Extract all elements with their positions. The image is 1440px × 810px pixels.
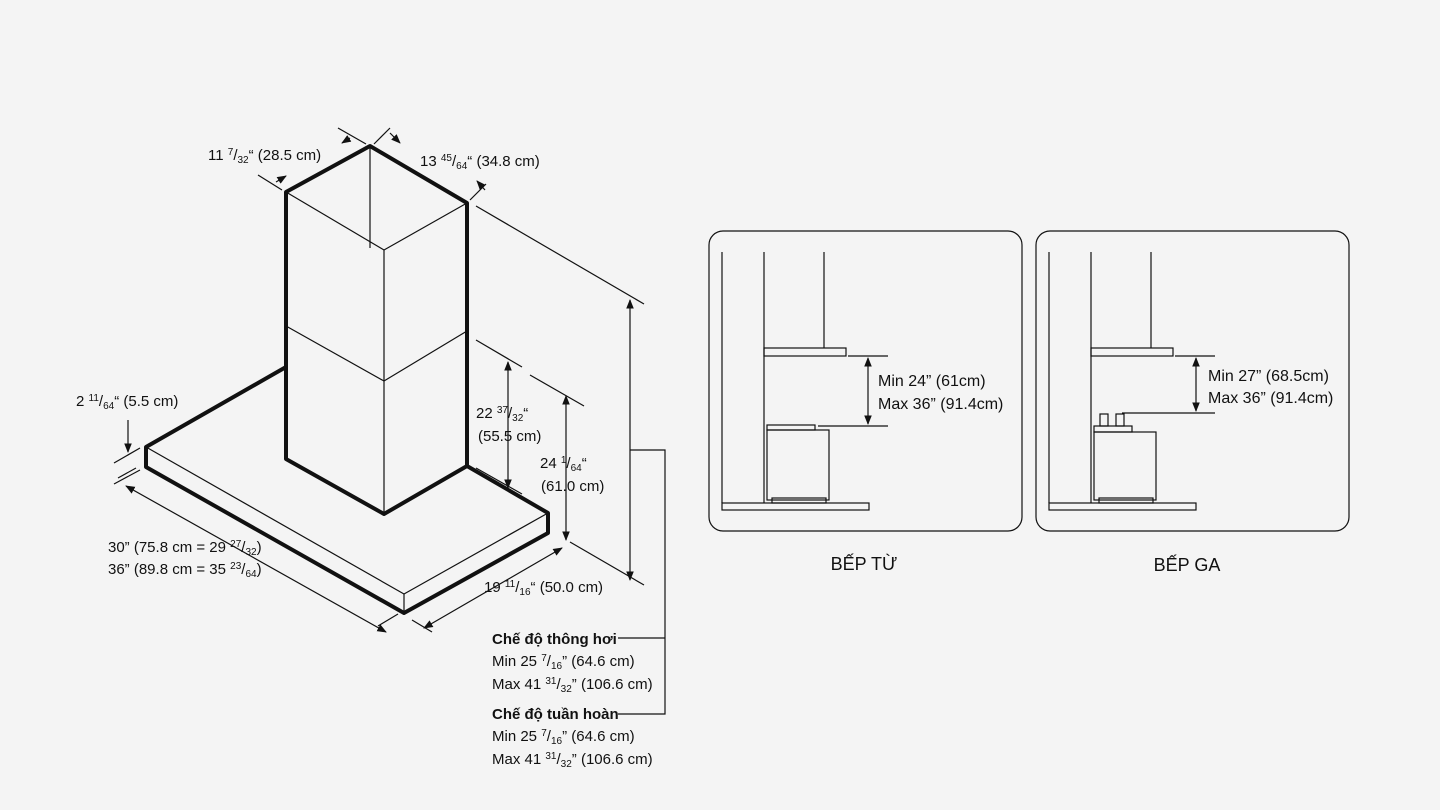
- gas-cooktop: [1093, 425, 1133, 433]
- width-30-label: 30” (75.8 cm = 29 27/32): [108, 539, 262, 558]
- depth-label: 19 11/16“ (50.0 cm): [484, 579, 603, 598]
- induction-cooktop: [766, 424, 816, 431]
- induction-max-label: Max 36” (91.4cm): [878, 396, 1003, 413]
- gas-caption: BẾP GA: [1154, 554, 1221, 575]
- gas-burner-left: [1099, 413, 1109, 427]
- vent-mode-max: Max 41 31/32” (106.6 cm): [492, 676, 653, 695]
- width-36-label: 36” (89.8 cm = 35 23/64): [108, 561, 262, 580]
- vent-mode-min: Min 25 7/16” (64.6 cm): [492, 653, 635, 672]
- gas-burner-right: [1115, 413, 1125, 427]
- vent-mode-title: Chế độ thông hơi: [492, 631, 617, 648]
- gas-frame: [1035, 230, 1350, 532]
- canopy-thickness-label: 2 11/64“ (5.5 cm): [76, 393, 178, 412]
- induction-hood: [763, 347, 847, 357]
- induction-panel: [708, 230, 1023, 532]
- recirc-mode-min: Min 25 7/16” (64.6 cm): [492, 728, 635, 747]
- hood-height-label-1: 24 1/64“: [540, 455, 587, 474]
- hood-height-label-2: (61.0 cm): [541, 478, 604, 495]
- gas-max-label: Max 36” (91.4cm): [1208, 390, 1333, 407]
- gas-cabinet: [1093, 431, 1157, 501]
- induction-frame: [708, 230, 1023, 532]
- dimension-lines: [113, 127, 666, 715]
- recirc-mode-title: Chế độ tuần hoàn: [492, 706, 619, 723]
- hood-labels: 11 7/32“ (28.5 cm) 13 45/64“ (34.8 cm) 2…: [76, 147, 653, 770]
- gas-counter: [1048, 502, 1197, 511]
- induction-min-label: Min 24” (61cm): [878, 373, 986, 390]
- gas-min-label: Min 27” (68.5cm): [1208, 368, 1329, 385]
- induction-caption: BẾP TỪ: [831, 553, 898, 574]
- chimney-outline: [284, 144, 469, 516]
- top-width-b-label: 13 45/64“ (34.8 cm): [420, 153, 540, 172]
- gas-hood: [1090, 347, 1174, 357]
- duct-lower-label-2: (55.5 cm): [478, 428, 541, 445]
- duct-lower-label-1: 22 37/32“: [476, 405, 528, 424]
- induction-counter: [721, 502, 870, 511]
- top-width-a-label: 11 7/32“ (28.5 cm): [208, 147, 321, 166]
- gas-panel: [1035, 230, 1350, 532]
- induction-cabinet: [766, 429, 830, 501]
- recirc-mode-max: Max 41 31/32” (106.6 cm): [492, 751, 653, 770]
